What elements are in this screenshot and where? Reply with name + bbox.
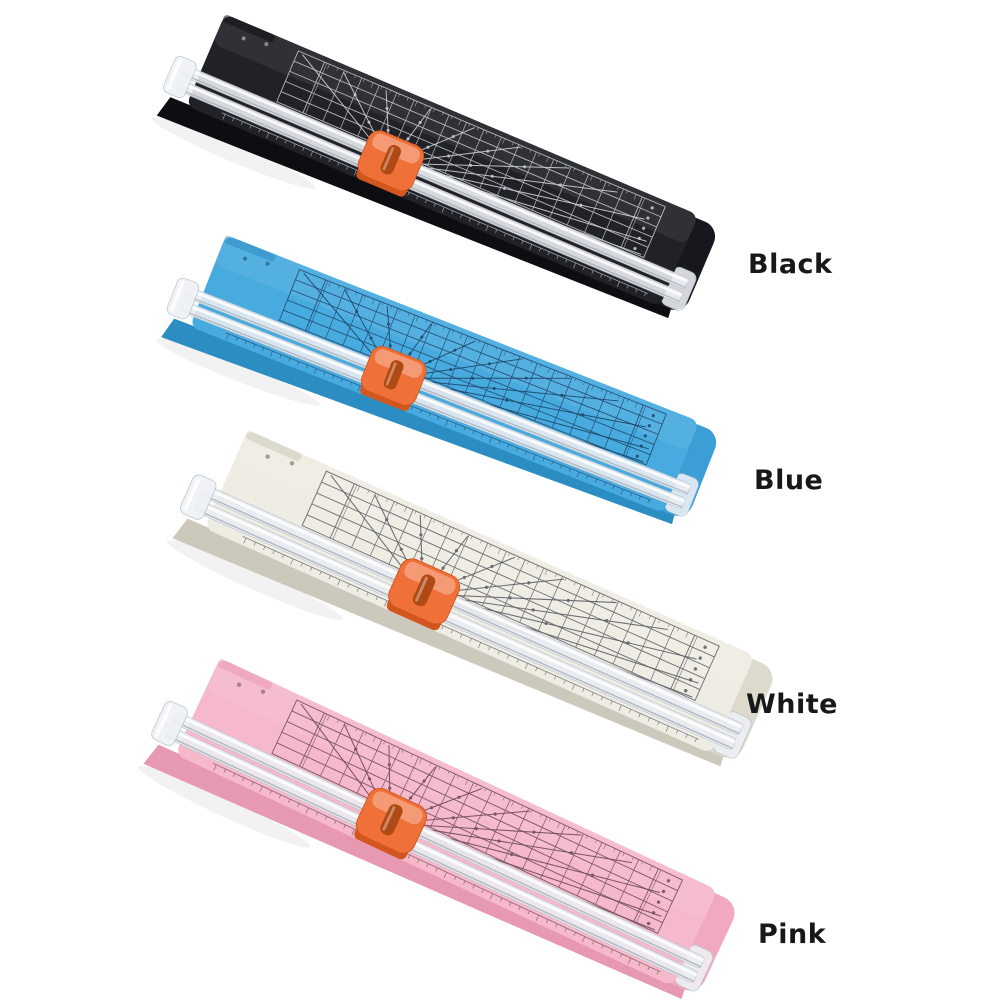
color-label-pink: Pink bbox=[758, 919, 827, 950]
color-label-black: Black bbox=[748, 249, 833, 280]
color-label-white: White bbox=[746, 689, 838, 720]
color-label-blue: Blue bbox=[754, 465, 824, 496]
